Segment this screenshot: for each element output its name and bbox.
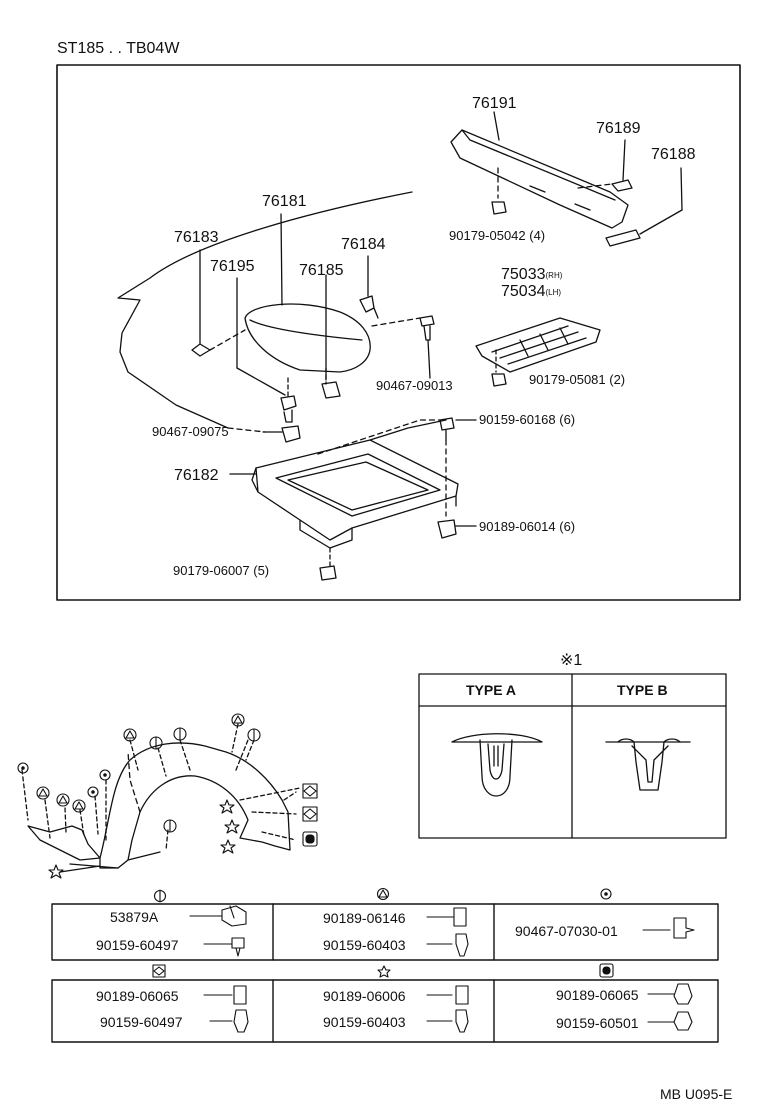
- part-label-90179-05042: 90179-05042 (4): [449, 228, 546, 243]
- bracket-76189: [577, 139, 633, 192]
- table-r2c1-part-2: 90159-60497: [100, 1014, 183, 1030]
- fastener-table-grid: [51, 903, 719, 1043]
- side-lh: (LH): [545, 288, 562, 297]
- table-part-icons: [189, 905, 695, 1033]
- part-label-76191: 76191: [472, 95, 517, 112]
- table-r1c1-part-1: 53879A: [110, 909, 159, 925]
- part-label-76182: 76182: [174, 467, 219, 484]
- part-label-90467-09075: 90467-09075: [152, 424, 229, 439]
- table-r2c3-part-1: 90189-06065: [556, 987, 639, 1003]
- type-b-clip-drawing: [605, 738, 691, 791]
- table-r2c2-part-2: 90159-60403: [323, 1014, 406, 1030]
- table-r1c1-part-2: 90159-60497: [96, 937, 179, 953]
- part-label-76185: 76185: [299, 262, 344, 279]
- part-number-75034: 75034: [501, 283, 546, 300]
- vent-75033-75034: [475, 317, 601, 373]
- part-label-90179-05081: 90179-05081 (2): [529, 372, 626, 387]
- side-rh: (RH): [545, 271, 563, 280]
- part-label-75033: 75033(RH): [501, 266, 562, 285]
- part-label-76181: 76181: [262, 193, 307, 210]
- illustration-code: MB U095-E: [660, 1086, 733, 1102]
- strip-76188: [605, 167, 683, 247]
- clip-90467-09013: [371, 315, 435, 379]
- tray-76182: [229, 419, 459, 567]
- part-label-76188: 76188: [651, 146, 696, 163]
- type-a-heading: TYPE A: [466, 682, 517, 698]
- nut-90179-05042: [491, 201, 507, 215]
- type-a-clip-drawing: [451, 733, 543, 797]
- bracket-76184: [359, 255, 379, 319]
- rail-76191: [450, 111, 629, 229]
- bolt-90159-60168: [439, 417, 477, 517]
- part-label-90179-06007: 90179-06007 (5): [173, 563, 270, 578]
- part-number-75033: 75033: [501, 266, 546, 283]
- fender-liner-drawing: [21, 723, 301, 873]
- liner-fastener-symbols: [17, 713, 318, 879]
- clip-type-box: [418, 673, 727, 839]
- part-label-76195: 76195: [210, 258, 255, 275]
- table-r1c2-part-1: 90189-06146: [323, 910, 406, 926]
- part-label-76184: 76184: [341, 236, 386, 253]
- clip-type-note: ※1: [560, 652, 583, 669]
- upper-diagram-frame: [56, 64, 741, 601]
- table-r1c3-part-1: 90467-07030-01: [515, 923, 618, 939]
- clips-90467-09075: [262, 377, 301, 443]
- table-r2c3-part-2: 90159-60501: [556, 1015, 639, 1031]
- part-label-90467-09013: 90467-09013: [376, 378, 453, 393]
- nut-90189-06014: [437, 519, 457, 539]
- part-label-76189: 76189: [596, 120, 641, 137]
- nut-90179-06007: [319, 565, 337, 581]
- table-r1c2-part-2: 90159-60403: [323, 937, 406, 953]
- cover-76181: [244, 213, 371, 373]
- part-76185: [321, 381, 341, 399]
- part-label-76183: 76183: [174, 229, 219, 246]
- part-label-90159-60168: 90159-60168 (6): [479, 412, 576, 427]
- table-r2c2-part-1: 90189-06006: [323, 988, 406, 1004]
- table-header-symbols: [152, 887, 614, 978]
- body-outline: [117, 191, 413, 429]
- part-label-75034: 75034(LH): [501, 283, 561, 302]
- table-r2c1-part-1: 90189-06065: [96, 988, 179, 1004]
- nut-90179-05081: [491, 373, 507, 387]
- type-b-heading: TYPE B: [617, 682, 668, 698]
- part-label-90189-06014: 90189-06014 (6): [479, 519, 576, 534]
- clip-76183: [191, 249, 246, 357]
- model-heading: ST185 . . TB04W: [57, 40, 180, 57]
